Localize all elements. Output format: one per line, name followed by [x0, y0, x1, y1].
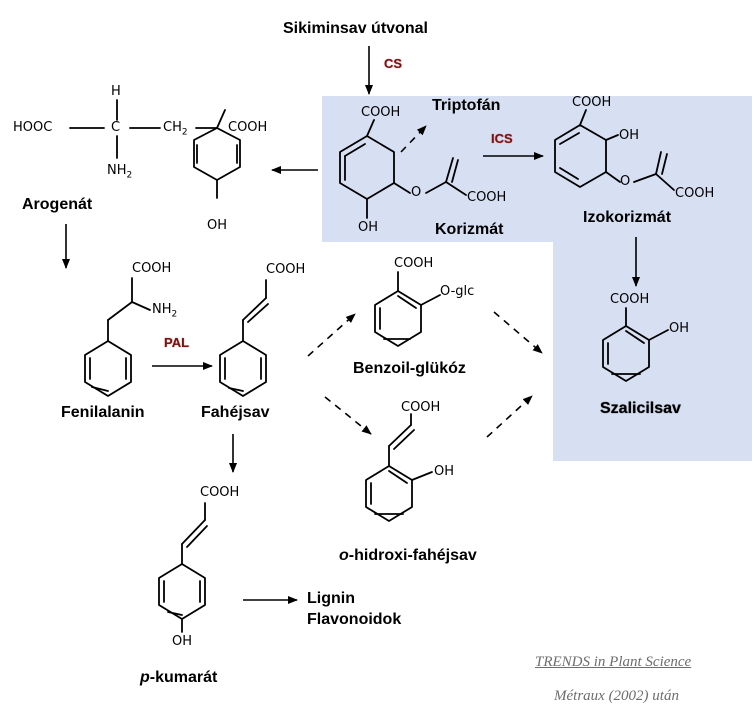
arrow-benzoil-to-sa	[493, 311, 543, 354]
journal-credit: TRENDS in Plant Science	[535, 654, 692, 670]
arogenat-c: C	[111, 120, 121, 135]
korizmat-label: Korizmát	[435, 221, 504, 238]
triptofan-label: Triptofán	[432, 97, 501, 114]
enzyme-cs-label: CS	[384, 56, 403, 71]
arogenat-hooc: HOOC	[13, 120, 53, 135]
szalicilsav-oh: OH	[669, 321, 690, 336]
fahejsav-cooh: COOH	[266, 262, 306, 277]
pathway-title: Sikiminsav útvonal	[283, 20, 428, 37]
arogenat-cooh: COOH	[228, 120, 268, 135]
o-hidroxi-fahejsav-structure	[365, 413, 433, 522]
korizmat-cooh-2: COOH	[467, 190, 507, 205]
korizmat-cooh: COOH	[361, 105, 401, 120]
arogenat-h: H	[111, 84, 121, 99]
arogenat-nh2: NH2	[107, 163, 133, 181]
izokorizmat-o: O	[620, 174, 631, 189]
p-kumarat-structure	[158, 502, 208, 633]
fenilalanin-cooh: COOH	[132, 261, 172, 276]
fenilalanin-label: Fenilalanin	[61, 404, 145, 421]
izokorizmat-cooh: COOH	[572, 95, 612, 110]
szalicilsav-structure	[602, 307, 669, 382]
enzyme-pal-label: PAL	[164, 335, 190, 350]
arogenat-oh: OH	[207, 218, 228, 233]
szalicilsav-label: Szalicilsav	[600, 400, 681, 417]
fahejsav-label: Fahéjsav	[201, 404, 270, 421]
izokorizmat-oh: OH	[619, 128, 640, 143]
korizmat-structure	[339, 119, 467, 219]
source-credit: Métraux (2002) után	[554, 688, 679, 704]
izokorizmat-structure	[554, 109, 675, 191]
lignin-label: Lignin	[307, 590, 355, 607]
fenilalanin-nh2: NH2	[152, 302, 178, 320]
enzyme-ics-label: ICS	[491, 131, 513, 146]
szalicilsav-cooh: COOH	[610, 292, 650, 307]
arrow-to-triptofan	[400, 125, 427, 153]
arrow-to-o-hidroxi	[324, 396, 372, 435]
benzoil-glukoz-label: Benzoil-glükóz	[353, 360, 466, 377]
korizmat-o: O	[411, 185, 422, 200]
p-kumarat-label: p-kumarát	[140, 669, 218, 686]
benzoil-o-glc: O-glc	[440, 284, 475, 299]
arogenat-label: Arogenát	[22, 196, 93, 213]
o-hidroxi-fahejsav-label: o-hidroxi-fahéjsav	[339, 547, 477, 564]
o-hidroxi-oh: OH	[434, 464, 455, 479]
arogenat-structure	[69, 99, 241, 199]
arogenat-ch2: CH2	[163, 120, 188, 138]
o-hidroxi-cooh: COOH	[401, 400, 441, 415]
benzoil-glukoz-structure	[374, 271, 441, 347]
arrow-o-hidroxi-to-sa	[486, 395, 533, 438]
flavonoidok-label: Flavonoidok	[307, 611, 402, 628]
izokorizmat-cooh-2: COOH	[675, 186, 715, 201]
korizmat-oh: OH	[358, 220, 379, 235]
fahejsav-structure	[219, 279, 269, 397]
p-kumarat-cooh: COOH	[200, 485, 240, 500]
highlight-panel-right	[553, 96, 752, 461]
izokorizmat-label: Izokorizmát	[583, 209, 672, 226]
fenilalanin-structure	[84, 277, 151, 397]
benzoil-cooh: COOH	[394, 256, 434, 271]
p-kumarat-oh: OH	[172, 634, 193, 649]
arrow-to-benzoil	[307, 313, 356, 357]
